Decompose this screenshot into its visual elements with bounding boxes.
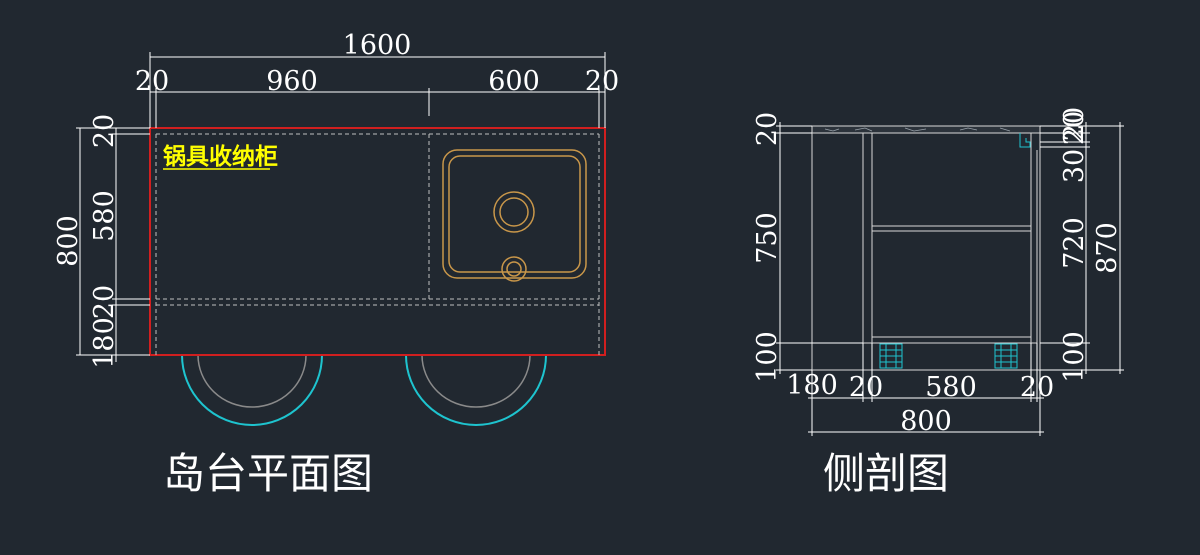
section-bottom-width-1: 20 (849, 372, 883, 403)
leg-left (879, 343, 903, 369)
sink-drain-icon (493, 191, 535, 233)
section-bottom-width-3: 20 (1020, 372, 1054, 403)
section-left-height-2: 100 (752, 331, 783, 383)
plan-width-1: 960 (266, 66, 318, 97)
section-right-dimensions (1040, 122, 1124, 374)
section-left-height-1: 750 (752, 212, 783, 264)
plan-depth-0: 20 (89, 114, 120, 148)
sink-lip (1019, 133, 1031, 148)
plan-depth-total: 800 (53, 215, 84, 267)
plan-title: 岛台平面图 (163, 449, 373, 498)
sink-overflow-icon (501, 256, 527, 282)
leg-right (994, 343, 1018, 369)
section-left-height-0: 20 (752, 112, 783, 146)
plan-width-2: 600 (488, 66, 540, 97)
wheel-left (181, 354, 323, 426)
cabinet-body (811, 133, 1041, 371)
plan-width-0: 20 (135, 66, 169, 97)
plan-width-3: 20 (585, 66, 619, 97)
section-right-height-3: 720 (1059, 217, 1090, 269)
plan-overall-width: 1600 (343, 30, 412, 61)
section-view: 20 750 100 20 30 20 720 100 870 (752, 107, 1124, 498)
section-title: 侧剖图 (823, 449, 949, 498)
section-right-height-1: 30 (1059, 149, 1090, 183)
plan-outline (149, 127, 606, 356)
section-overall-width: 800 (900, 406, 952, 437)
plan-depth-2: 20 (89, 285, 120, 319)
section-right-height-0: 20 (1059, 107, 1090, 141)
countertop (811, 125, 1041, 134)
plan-top-dimensions (149, 52, 606, 128)
section-overall-height: 870 (1092, 222, 1123, 274)
plan-view: 锅具收纳柜 1600 20 960 600 20 800 20 5 (53, 30, 619, 498)
plan-hidden-lines (155, 133, 600, 355)
section-bottom-width-2: 580 (925, 372, 977, 403)
sink (442, 149, 587, 282)
wheel-right (405, 354, 547, 426)
plan-left-dimensions (76, 127, 150, 362)
plan-depth-1: 580 (89, 190, 120, 242)
cabinet-label: 锅具收纳柜 (163, 143, 278, 170)
section-bottom-dimensions (808, 343, 1044, 436)
plan-depth-3: 180 (89, 317, 120, 369)
section-right-height-2: 20 (1059, 111, 1090, 145)
section-bottom-width-0: 180 (786, 370, 838, 401)
section-right-height-4: 100 (1059, 331, 1090, 383)
section-left-dimensions (776, 122, 863, 374)
